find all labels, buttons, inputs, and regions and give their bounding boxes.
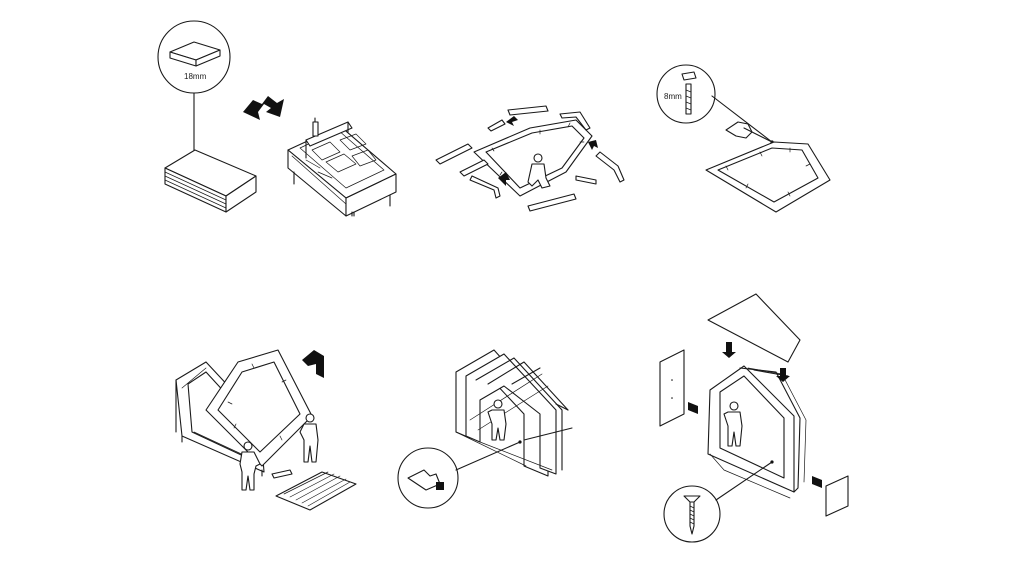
step-2-cnc-router xyxy=(287,117,397,217)
person-kneeling-icon xyxy=(527,153,551,189)
callout-circle-18mm: 18mm xyxy=(157,20,231,94)
step-4-bolted-frame: 8mm xyxy=(656,64,831,213)
step-5-raising-frames xyxy=(175,349,357,511)
frame-assembly-icon xyxy=(435,105,625,212)
callout-circle-connector xyxy=(397,447,459,509)
bolted-frame-icon xyxy=(705,121,831,213)
callout-circle-8mm: 8mm xyxy=(656,64,716,124)
parts-stack-icon xyxy=(271,469,357,511)
step-6-frame-structure xyxy=(397,349,573,509)
bolt-size-label-8mm: 8mm xyxy=(664,92,682,101)
wing-nut-icon xyxy=(681,71,697,81)
person-inside-icon xyxy=(487,399,507,441)
callout-leader xyxy=(715,461,773,501)
cladding-panels-icon xyxy=(659,293,849,517)
step-7-cladding-panels xyxy=(659,293,849,543)
step-1-plywood-sheet: 18mm xyxy=(157,20,257,213)
transfer-arrow-icon xyxy=(243,96,284,120)
frame-part xyxy=(435,143,473,165)
side-panel xyxy=(659,349,685,427)
thickness-label-18mm: 18mm xyxy=(184,72,207,81)
callout-leader xyxy=(455,441,521,471)
person-standing-icon xyxy=(299,413,319,463)
cnc-router-icon xyxy=(287,117,397,217)
raising-frames-icon xyxy=(175,349,357,511)
person-inside-icon xyxy=(723,401,743,447)
end-panel xyxy=(825,475,849,517)
plywood-sheet-icon xyxy=(164,149,257,213)
callout-leader xyxy=(711,95,773,143)
callout-circle-screw xyxy=(663,485,721,543)
person-standing-icon xyxy=(239,441,261,491)
frame-structure-icon xyxy=(455,349,573,477)
bolt-icon xyxy=(685,83,692,115)
roof-panel xyxy=(707,293,801,363)
step-3-frame-assembly xyxy=(435,105,625,212)
connector-icon xyxy=(407,469,441,491)
